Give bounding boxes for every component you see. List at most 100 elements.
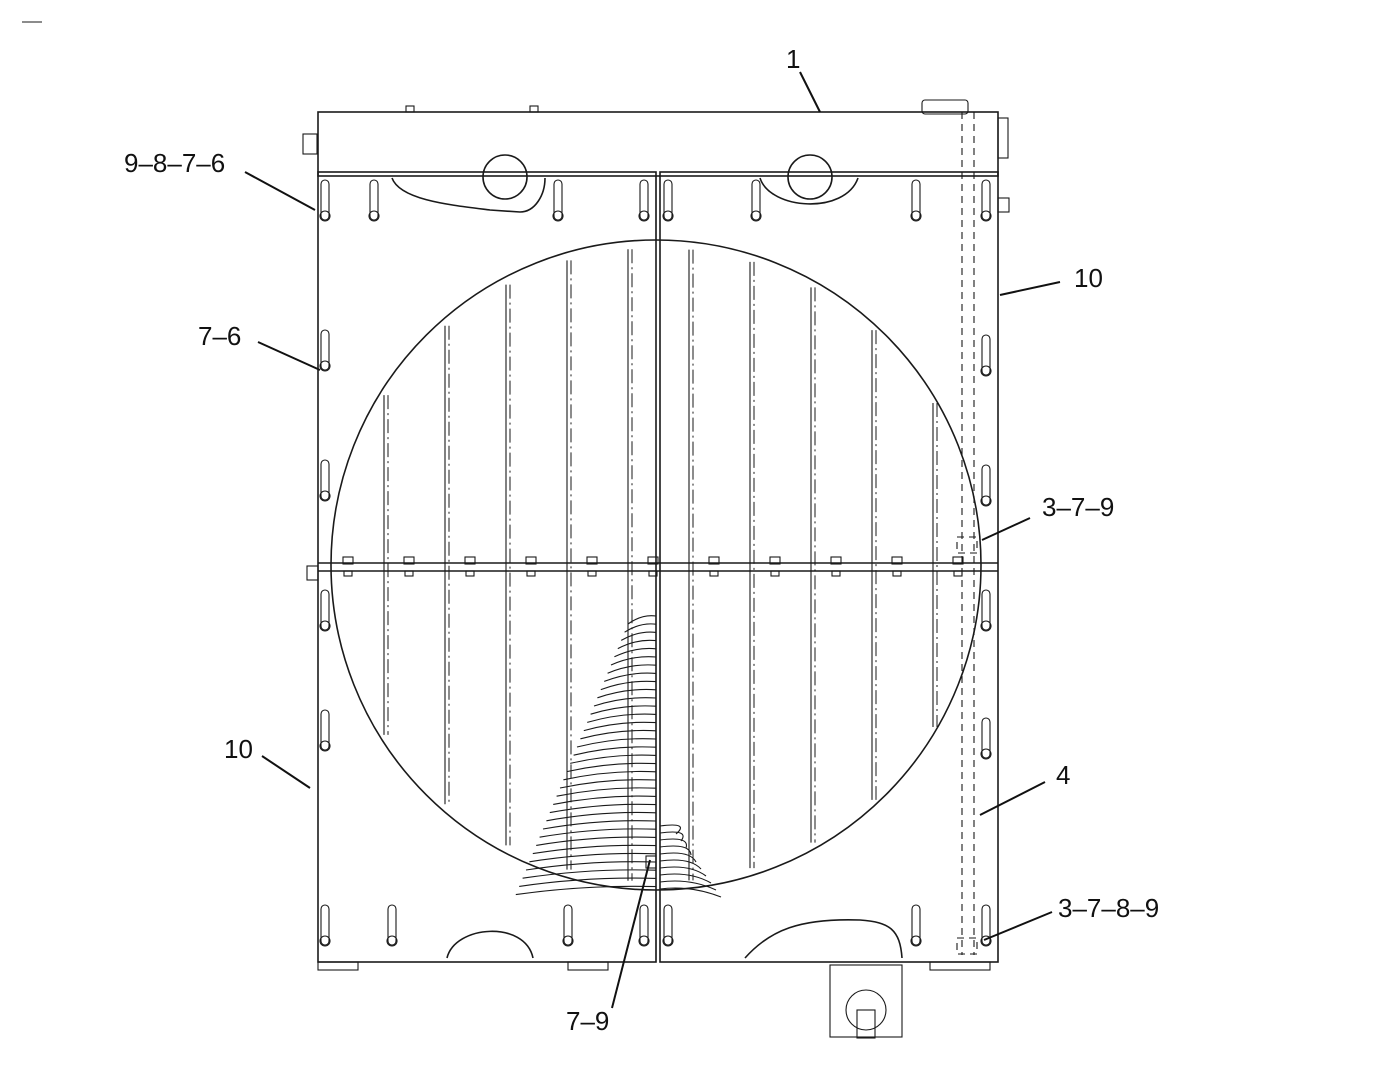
- slot-bolt: [980, 748, 992, 760]
- fin-arc: [546, 811, 657, 822]
- fin-arc: [580, 729, 657, 740]
- fin-arc: [556, 787, 657, 797]
- fin-arc: [525, 861, 657, 871]
- fin-arc: [624, 623, 657, 633]
- fin-arc: [536, 836, 657, 846]
- fin-arc: [529, 852, 657, 863]
- split-bolt: [403, 556, 415, 565]
- mounting-slot: [320, 709, 330, 751]
- mounting-slot: [981, 904, 991, 946]
- split-bolt: [342, 556, 354, 565]
- fin-arc-small: [659, 852, 697, 863]
- mounting-slot: [320, 589, 330, 631]
- fin-arc: [570, 754, 657, 764]
- slot-bolt: [638, 210, 650, 222]
- slot-bolt: [910, 210, 922, 222]
- mounting-slot: [320, 329, 330, 371]
- fin-arc-small: [659, 838, 688, 849]
- split-nut: [892, 570, 902, 577]
- split-nut: [831, 570, 841, 577]
- split-nut: [343, 570, 353, 577]
- mounting-slot: [563, 904, 573, 946]
- slot-bolt: [319, 360, 331, 372]
- fin-arc: [549, 803, 657, 814]
- fin-arc: [587, 713, 657, 723]
- callout-10-top: 10: [1074, 263, 1103, 293]
- callout-3-7-9: 3–7–9: [1042, 492, 1115, 522]
- split-bolt: [525, 556, 537, 565]
- split-bolt: [708, 556, 720, 565]
- fin-arc: [559, 779, 657, 789]
- split-nut: [648, 570, 658, 577]
- fin-arc: [515, 885, 657, 896]
- fin-arc-small: [659, 887, 722, 898]
- mounting-slot: [639, 179, 649, 221]
- fin-arc: [576, 738, 657, 748]
- slot-bolt: [319, 210, 331, 222]
- mounting-slot: [320, 459, 330, 501]
- fin-arc: [553, 795, 657, 805]
- slot-bolt: [980, 365, 992, 377]
- slot-bolt: [750, 210, 762, 222]
- split-nut: [770, 570, 780, 577]
- core-fin-cutaway: [515, 615, 722, 898]
- slot-bolt: [319, 490, 331, 502]
- fin-arc: [566, 762, 657, 773]
- mounting-slots: [319, 179, 992, 947]
- mounting-slot: [911, 179, 921, 221]
- mounting-slot: [553, 179, 563, 221]
- core-tubes: [383, 249, 938, 881]
- split-nut: [526, 570, 536, 577]
- mounting-slot: [369, 179, 379, 221]
- slot-bolt: [552, 210, 564, 222]
- mounting-slot: [663, 179, 673, 221]
- split-bolt: [769, 556, 781, 565]
- slot-bolt: [910, 935, 922, 947]
- fin-arc: [627, 615, 657, 625]
- fin-bolt: [645, 855, 657, 869]
- slot-bolt: [980, 620, 992, 632]
- slot-bolt: [980, 495, 992, 507]
- fin-arc: [563, 770, 657, 781]
- split-nut: [404, 570, 414, 577]
- fin-arc: [522, 869, 657, 879]
- fin-arc: [614, 647, 657, 658]
- mounting-slot: [981, 464, 991, 506]
- slot-bolt: [980, 935, 992, 947]
- fin-arc: [539, 828, 657, 838]
- split-bolt: [586, 556, 598, 565]
- slot-bolt: [319, 620, 331, 632]
- mounting-slot: [981, 334, 991, 376]
- slot-bolt: [368, 210, 380, 222]
- slot-bolt: [662, 210, 674, 222]
- slot-bolt: [386, 935, 398, 947]
- fin-arc: [610, 656, 657, 666]
- callout-3-7-8-9: 3–7–8–9: [1058, 893, 1160, 923]
- callout-7-9: 7–9: [566, 1006, 610, 1036]
- callout-9-8-7-6: 9–8–7–6: [124, 148, 226, 178]
- leader-lines: [244, 71, 1061, 1009]
- callout-7-6: 7–6: [198, 321, 242, 351]
- mounting-slot: [663, 904, 673, 946]
- split-line-bolts: [342, 556, 964, 577]
- slot-bolt: [980, 210, 992, 222]
- fin-arc: [573, 746, 657, 756]
- split-bolt: [891, 556, 903, 565]
- fin-arc: [532, 844, 657, 855]
- fin-arc: [600, 680, 657, 691]
- mounting-slot: [320, 179, 330, 221]
- mounting-slot: [911, 904, 921, 946]
- slot-bolt: [319, 935, 331, 947]
- split-bolt: [952, 556, 964, 565]
- fin-arc-small: [659, 866, 707, 877]
- mounting-slot: [981, 179, 991, 221]
- mounting-slot: [981, 589, 991, 631]
- slot-bolt: [319, 740, 331, 752]
- top-cutouts: [391, 154, 859, 213]
- fin-arc: [597, 688, 657, 699]
- slot-bolt: [562, 935, 574, 947]
- fin-arc: [620, 631, 657, 641]
- callout-4: 4: [1056, 760, 1071, 790]
- split-nut: [709, 570, 719, 577]
